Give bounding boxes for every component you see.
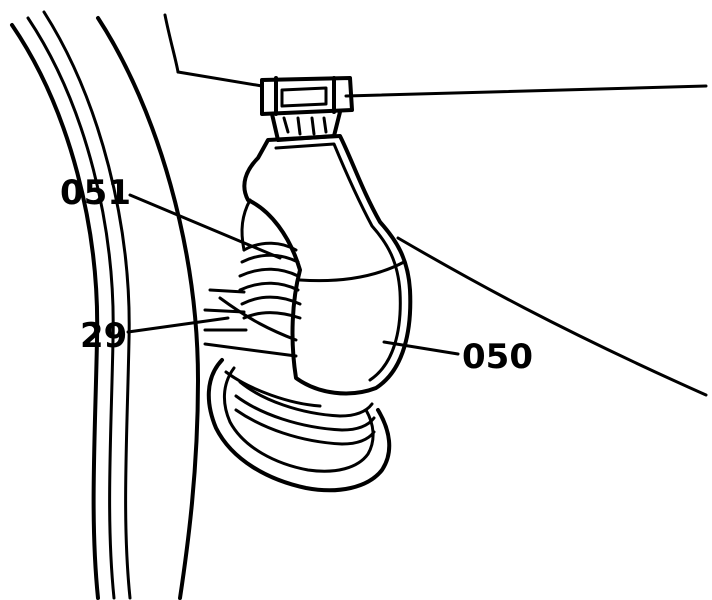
rubber-boot	[240, 134, 413, 396]
base-grommet	[206, 358, 392, 493]
leader-lines	[126, 193, 460, 356]
clamp-wires	[203, 241, 302, 358]
callout-051: 051	[60, 173, 131, 213]
body-panel-lines	[163, 13, 708, 397]
callout-29: 29	[80, 316, 127, 356]
callout-050: 050	[462, 337, 533, 377]
top-connector	[260, 76, 354, 142]
fender-outlines	[10, 10, 200, 600]
